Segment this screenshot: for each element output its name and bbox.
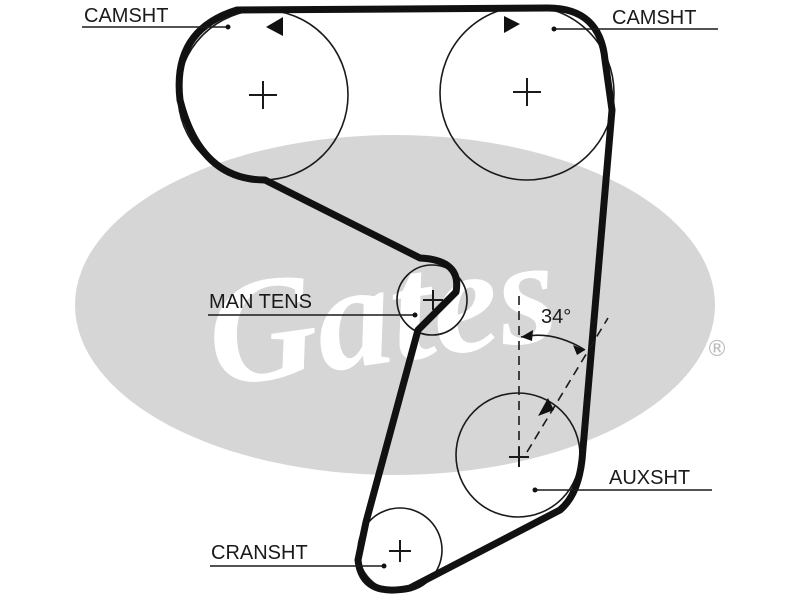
camsht-left-leader-dot [225,24,231,30]
camshaft-right-center-mark [513,78,541,106]
camsht-left-label: CAMSHT [84,5,168,27]
camsht-right-label: CAMSHT [612,7,696,29]
man-tens-leader-dot [412,312,418,318]
angled-line-arrow [538,398,554,416]
manual-tensioner-pulley [396,264,468,336]
angle-label: 34° [541,306,571,328]
angle-construction: 34° [518,296,609,453]
cransht-leader-dot [381,563,387,569]
timing-belt [175,4,616,594]
camshaft-left-center-mark [249,81,277,109]
tensioner-center-mark [423,290,443,310]
camshaft-right-timing-arrow [504,16,520,33]
camsht-right-leader-dot [551,26,557,32]
camshaft-left-timing-arrow [266,17,283,36]
brand-ellipse [75,135,715,475]
cransht-label: CRANSHT [211,542,308,564]
angle-arc-arrow-right [573,345,585,355]
angled-reference-line [526,317,609,453]
gates-watermark: Gates ® [75,135,728,475]
registered-mark: ® [706,337,728,362]
auxsht-leader-dot [532,487,538,493]
angle-arc-arrow-left [521,330,533,341]
crankshaft-center-mark [389,540,411,562]
auxsht-label: AUXSHT [609,467,690,489]
man-tens-label: MAN TENS [209,291,312,313]
